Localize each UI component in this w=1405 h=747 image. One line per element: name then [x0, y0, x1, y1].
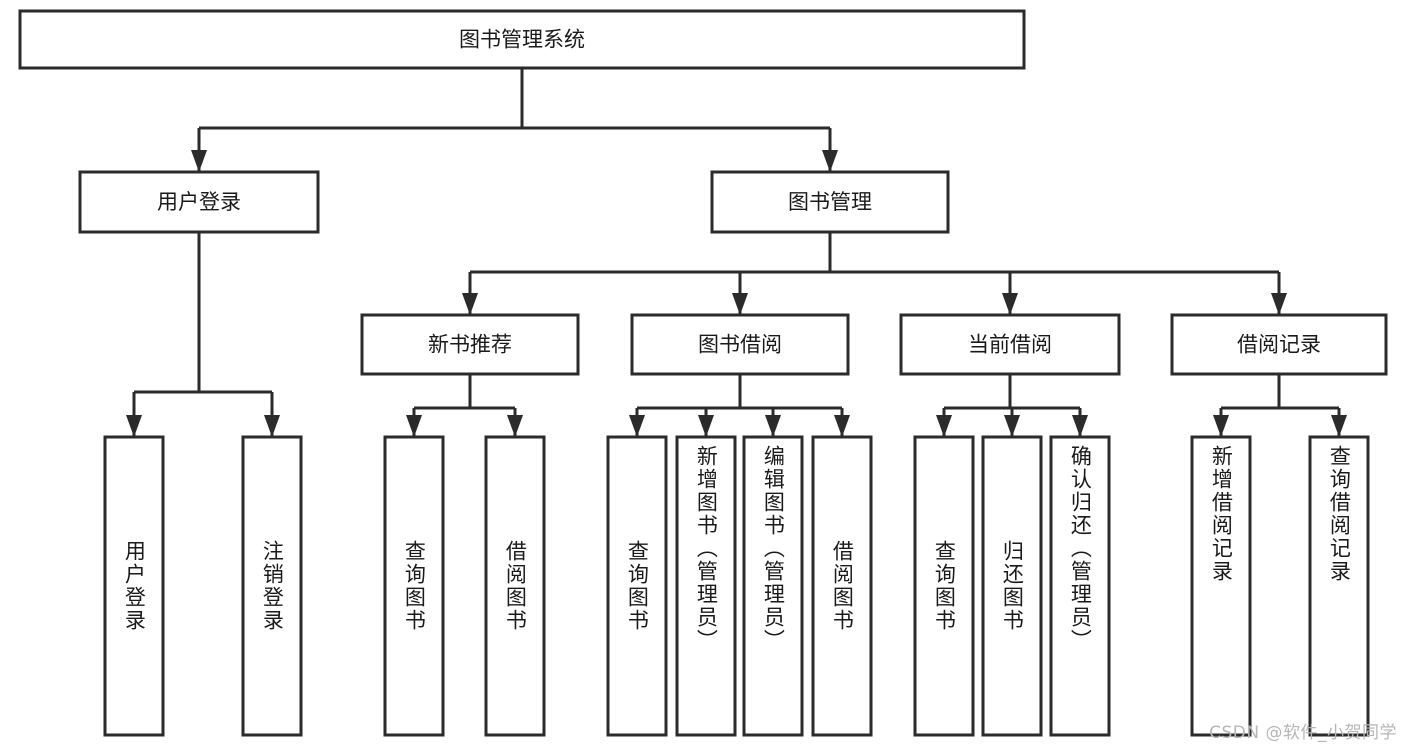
node-label: 新书推荐 — [428, 333, 512, 357]
arrow-head-icon — [1213, 415, 1229, 437]
leaf-node-3[interactable] — [484, 435, 546, 737]
leaf-node-9[interactable] — [981, 435, 1043, 737]
node-label: 用户登录 — [157, 190, 241, 214]
arrow-head-icon — [629, 415, 645, 437]
arrow-head-icon — [1331, 415, 1347, 437]
arrow-head-icon — [264, 415, 280, 437]
arrow-head-icon — [834, 415, 850, 437]
leaf-node-12[interactable] — [1308, 435, 1370, 737]
arrow-head-icon — [1072, 415, 1088, 437]
node-label: 图书管理系统 — [459, 28, 585, 52]
arrow-head-icon — [126, 415, 142, 437]
node-用户登录[interactable]: 用户登录 — [78, 170, 320, 234]
node-label: 借阅记录 — [1237, 333, 1321, 357]
arrow-head-icon — [732, 293, 748, 315]
arrow-head-icon — [698, 415, 714, 437]
node-label: 图书借阅 — [698, 333, 782, 357]
leaf-node-6[interactable] — [742, 435, 804, 737]
node-新书推荐[interactable]: 新书推荐 — [360, 313, 580, 376]
arrow-head-icon — [462, 293, 478, 315]
node-root-图书管理系统[interactable]: 图书管理系统 — [18, 9, 1026, 70]
arrow-head-icon — [1004, 415, 1020, 437]
arrow-head-icon — [1002, 293, 1018, 315]
node-借阅记录[interactable]: 借阅记录 — [1170, 313, 1388, 376]
leaf-node-8[interactable] — [913, 435, 975, 737]
node-图书管理[interactable]: 图书管理 — [710, 170, 950, 234]
leaf-node-7[interactable] — [811, 435, 873, 737]
leaf-node-0[interactable] — [103, 435, 165, 737]
arrow-head-icon — [507, 415, 523, 437]
leaf-node-1[interactable] — [241, 435, 303, 737]
leaf-node-10[interactable] — [1049, 435, 1111, 737]
arrow-head-icon — [406, 415, 422, 437]
leaf-node-5[interactable] — [675, 435, 737, 737]
node-label: 当前借阅 — [968, 333, 1052, 357]
node-label: 图书管理 — [788, 190, 872, 214]
arrow-head-icon — [765, 415, 781, 437]
node-图书借阅[interactable]: 图书借阅 — [630, 313, 850, 376]
leaf-node-2[interactable] — [383, 435, 445, 737]
arrow-head-icon — [936, 415, 952, 437]
arrow-head-icon — [822, 150, 838, 172]
leaf-node-11[interactable] — [1190, 435, 1252, 737]
connector-layer — [126, 68, 1347, 437]
node-当前借阅[interactable]: 当前借阅 — [899, 313, 1121, 376]
watermark: CSDN @软件_小贺同学 — [1209, 723, 1397, 743]
arrow-head-icon — [1271, 293, 1287, 315]
arrow-head-icon — [191, 150, 207, 172]
leaf-node-4[interactable] — [606, 435, 668, 737]
